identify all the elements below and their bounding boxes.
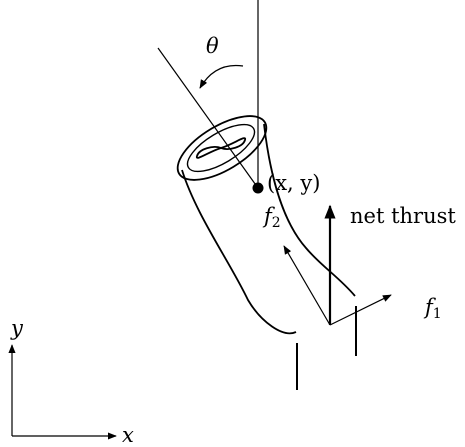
rocket-top-cap	[176, 115, 268, 181]
rocket-left-wall	[181, 169, 297, 335]
figure-eight-symbol	[196, 137, 246, 159]
body-axis-line	[157, 47, 259, 189]
net-thrust-label: net thrust	[350, 204, 456, 228]
theta-arc	[199, 64, 244, 89]
rocket-right-wall	[263, 123, 356, 297]
rocket-inner-cap	[186, 123, 256, 173]
f1-label: f1	[425, 295, 442, 322]
f2-label-subscript: 2	[271, 215, 281, 231]
y-axis-label: y	[11, 316, 23, 340]
f2-label: f2	[264, 204, 281, 231]
theta-label: θ	[206, 34, 219, 58]
f1-label-base: f	[425, 295, 433, 319]
f1-arrow	[329, 294, 392, 326]
f2-label-base: f	[264, 204, 272, 228]
f2-arrow	[283, 245, 331, 326]
center-of-mass-dot	[252, 182, 264, 194]
center-of-mass-text: (x, y)	[267, 171, 321, 195]
f1-label-subscript: 1	[432, 306, 442, 322]
x-axis-label: x	[122, 423, 134, 447]
rocket-body	[176, 115, 356, 335]
center-of-mass-label: (x, y)	[267, 173, 320, 194]
